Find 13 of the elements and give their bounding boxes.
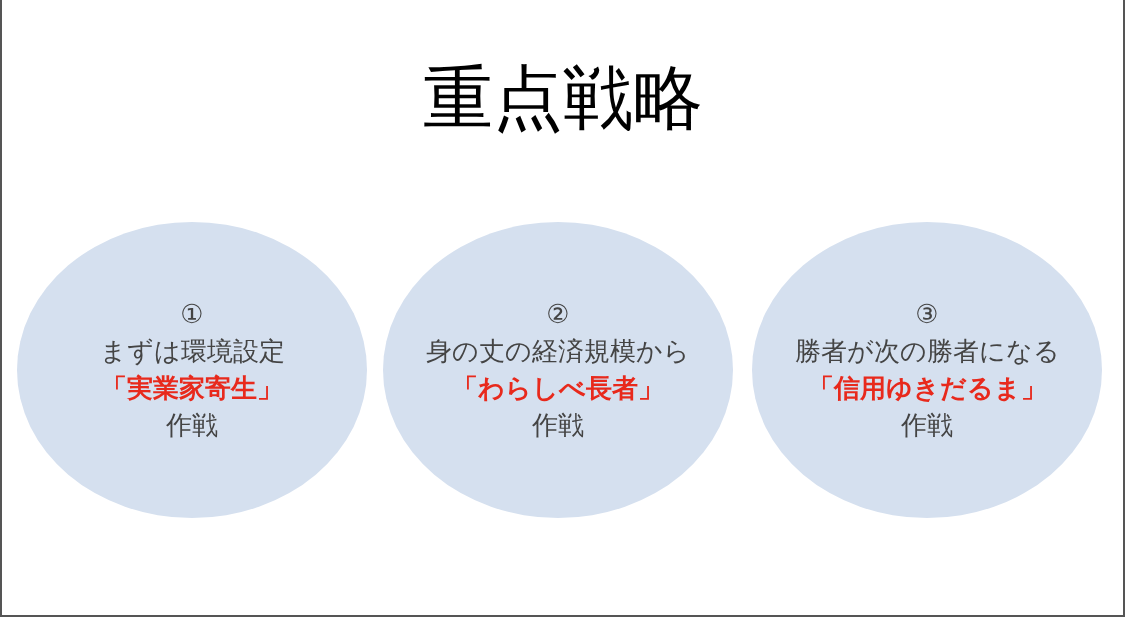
circle-number: ② xyxy=(546,298,570,331)
circle-number: ① xyxy=(180,298,204,331)
circle-text: 身の丈の経済規模から xyxy=(426,335,690,368)
circle-number: ③ xyxy=(915,298,939,331)
highlighted-text: 「実業家寄生」 xyxy=(101,372,283,405)
highlighted-text: 「信用ゆきだるま」 xyxy=(807,372,1047,405)
circle-text: 作戦 xyxy=(532,409,584,442)
circle-text: まずは環境設定 xyxy=(99,335,285,368)
circle-text: 作戦 xyxy=(901,409,953,442)
circle-text: 勝者が次の勝者になる xyxy=(794,335,1060,368)
highlighted-text: 「わらしべ長者」 xyxy=(452,372,664,405)
circle-text: 作戦 xyxy=(166,409,218,442)
title: 重点戦略 xyxy=(421,56,704,141)
